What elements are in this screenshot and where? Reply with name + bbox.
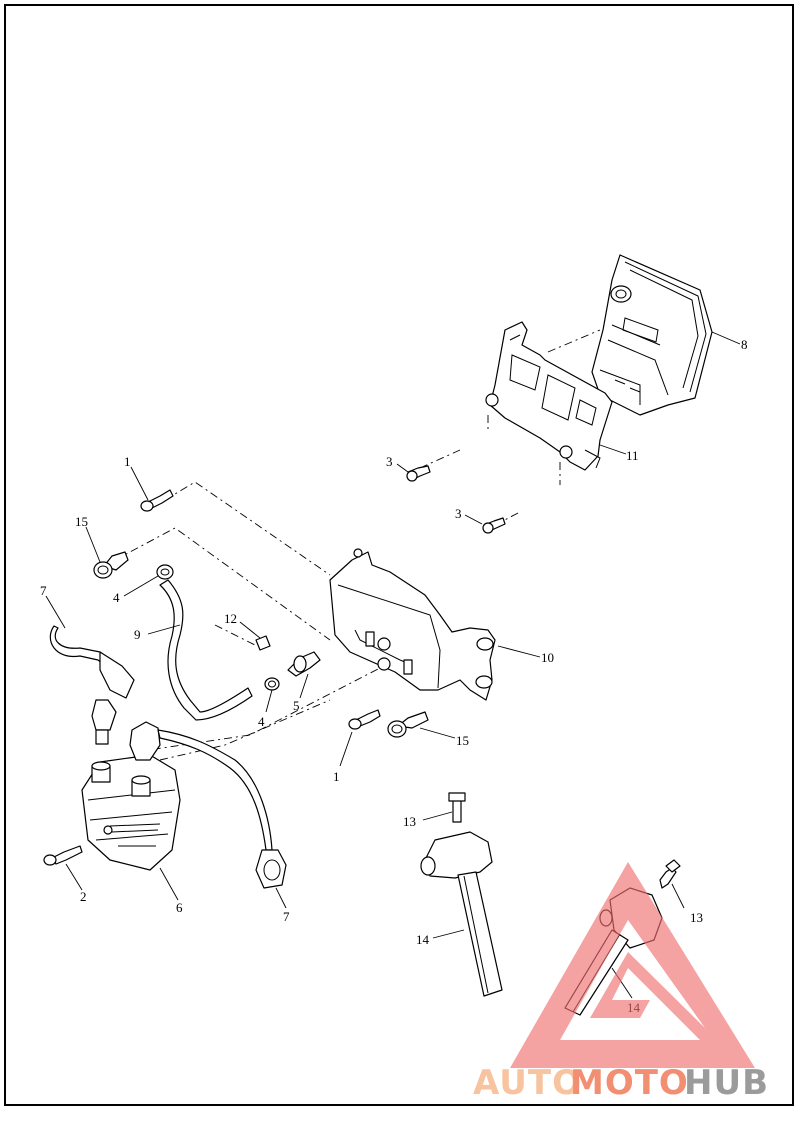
ecm-screw-upper (406, 465, 431, 482)
bolt-upper (140, 489, 174, 512)
callout-4-lower: 4 (258, 714, 265, 729)
diagram-frame (4, 4, 794, 1106)
flange-bolt-lower (387, 711, 429, 738)
callout-12: 12 (224, 611, 237, 626)
coil-pack-bolt-right (659, 859, 681, 889)
leader-lines (45, 331, 741, 999)
vacuum-fitting (287, 651, 321, 677)
automotohub-watermark: AUTO MOTO HUB (473, 862, 769, 1103)
hose-clip-upper (156, 564, 174, 580)
callout-1-upper: 1 (124, 454, 131, 469)
ecm-bracket (485, 321, 613, 471)
ecm-module (591, 254, 713, 416)
hose-clip-lower (264, 677, 280, 691)
bolt-lower (348, 709, 381, 730)
callout-2: 2 (80, 889, 87, 904)
callout-14-center: 14 (416, 932, 430, 947)
watermark-text-auto: AUTO (473, 1063, 582, 1103)
watermark-text-moto: MOTO (570, 1063, 689, 1103)
callout-3-lower: 3 (455, 506, 462, 521)
mounting-bracket (329, 548, 496, 701)
coil-pack-bolt-center (448, 792, 466, 823)
callout-10: 10 (541, 650, 554, 665)
vent-hose (159, 579, 253, 721)
callout-8: 8 (741, 337, 748, 352)
callout-1-lower: 1 (333, 769, 340, 784)
callout-15-lower: 15 (456, 733, 469, 748)
vacuum-cap (255, 635, 271, 651)
coil-on-plug-center (420, 831, 503, 997)
callout-13-right: 13 (690, 910, 703, 925)
callout-5: 5 (293, 698, 300, 713)
callout-11: 11 (626, 448, 639, 463)
watermark-triangle-logo (510, 862, 755, 1068)
callout-9: 9 (134, 627, 141, 642)
watermark-text-hub: HUB (684, 1063, 769, 1103)
ecm-screw-lower (482, 517, 506, 534)
flange-bolt-upper (93, 551, 129, 579)
callout-13-center: 13 (403, 814, 416, 829)
spark-plug-wire-front (49, 625, 135, 745)
ignition-coil (81, 754, 181, 871)
callout-7-upper: 7 (40, 583, 47, 598)
callout-15-upper: 15 (75, 514, 88, 529)
callout-7-lower: 7 (283, 909, 290, 924)
callout-3-upper: 3 (386, 454, 393, 469)
spark-plug-wire-rear (129, 721, 287, 889)
callout-6: 6 (176, 900, 183, 915)
coil-bolt (43, 845, 83, 866)
callout-4-upper: 4 (113, 590, 120, 605)
